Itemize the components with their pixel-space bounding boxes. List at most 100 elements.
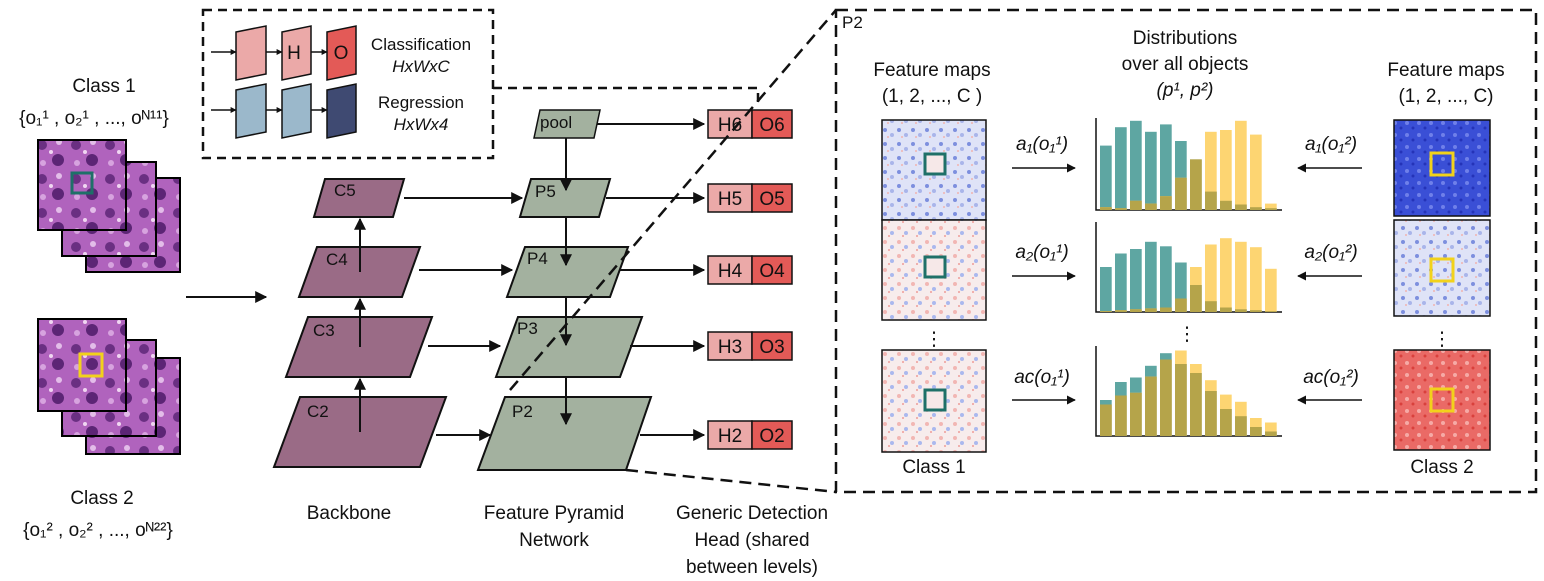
bar-class1 [1175, 262, 1187, 312]
head-6-h: H6 [718, 115, 742, 136]
bar-class2 [1250, 134, 1262, 210]
bar-class2 [1250, 247, 1262, 312]
bar-overlap [1100, 207, 1112, 210]
bar-overlap [1205, 391, 1217, 436]
head-3-h: H3 [718, 337, 742, 358]
legend-cls-block-h [281, 25, 312, 81]
distribution-chart-c [1095, 346, 1282, 437]
bar-overlap [1265, 431, 1277, 436]
bar-class1 [1160, 246, 1172, 312]
fm-class1-map2-box [923, 255, 947, 279]
bar-overlap [1130, 200, 1142, 210]
bar-class2 [1265, 203, 1277, 210]
fm-class2-map1-box [1429, 151, 1455, 177]
legend-cls-dims: HxWxC [392, 57, 450, 76]
bar-overlap [1235, 204, 1247, 210]
bar-overlap [1220, 409, 1232, 436]
bar-overlap [1130, 392, 1142, 436]
class1-object-set: {o₁¹ , o₂¹ , ..., oᴺ¹¹} [19, 108, 169, 129]
class2-image-front [37, 318, 127, 412]
backbone-c4-label: C4 [326, 250, 348, 269]
bar-class1 [1115, 253, 1127, 312]
legend-cls-h-label: H [287, 43, 301, 64]
bar-class1 [1175, 141, 1187, 210]
fpn-p2-label: P2 [512, 402, 533, 421]
bar-class2 [1205, 131, 1217, 210]
fpn: pool P5 P4 P3 P2 Feature Pyramid Network [476, 109, 653, 551]
bar-overlap [1115, 395, 1127, 436]
bar-overlap [1250, 207, 1262, 210]
act-right-2: a₂(o₁²) [1304, 242, 1357, 263]
bar-class1 [1115, 127, 1127, 210]
zoom-panel-label: P2 [842, 13, 863, 32]
bar-overlap [1175, 364, 1187, 436]
heads-label-line2: Head (shared [694, 530, 809, 551]
bar-overlap [1235, 309, 1247, 312]
bar-overlap [1265, 208, 1277, 210]
fpn-p5 [518, 178, 612, 218]
bar-class2 [1235, 120, 1247, 210]
legend-reg-block1 [235, 83, 267, 139]
fm-class2-mapc-box [1429, 387, 1455, 413]
bar-overlap [1115, 310, 1127, 312]
fpn-p5-label: P5 [535, 182, 556, 201]
fm-class2-map2-box [1429, 257, 1455, 283]
fm-class2-ellipsis: ⋮ [1433, 329, 1452, 350]
bar-overlap [1160, 196, 1172, 210]
bar-overlap [1190, 159, 1202, 210]
bar-overlap [1205, 301, 1217, 312]
fpn-p3 [494, 316, 644, 378]
bar-overlap [1190, 373, 1202, 436]
legend-cls-block-o [326, 25, 357, 81]
legend-cls-title: Classification [371, 35, 471, 54]
legend-reg-title: Regression [378, 93, 464, 112]
fpn-p4 [505, 246, 630, 298]
head-row-5: H5 O5 [707, 183, 793, 213]
charts-ellipsis: ⋮ [1178, 324, 1197, 345]
legend-reg-dims: HxWx4 [394, 115, 449, 134]
bar-overlap [1235, 416, 1247, 436]
head-row-3: H3 O3 [707, 331, 793, 361]
bar-overlap [1100, 404, 1112, 436]
distribution-chart-2 [1095, 222, 1282, 313]
backbone-label: Backbone [307, 503, 392, 524]
fm-class2-caption: Class 2 [1410, 457, 1473, 478]
head-5-o: O5 [759, 189, 784, 210]
bar-class2 [1220, 238, 1232, 312]
fm-left-range: (1, 2, ..., C ) [882, 86, 982, 107]
bar-overlap [1205, 191, 1217, 210]
bar-overlap [1130, 309, 1142, 312]
bar-overlap [1175, 177, 1187, 210]
bar-overlap [1250, 427, 1262, 436]
bar-overlap [1160, 359, 1172, 436]
fpn-p3-label: P3 [517, 319, 538, 338]
bar-overlap [1250, 310, 1262, 312]
backbone-c5-label: C5 [334, 181, 356, 200]
backbone-c5 [312, 178, 406, 218]
class2-title: Class 2 [70, 488, 133, 509]
bar-class1 [1130, 120, 1142, 210]
bar-overlap [1175, 298, 1187, 312]
head-3-o: O3 [759, 337, 784, 358]
bar-class1 [1160, 124, 1172, 210]
zoom-line-bottom [625, 468, 837, 494]
fm-class1-caption: Class 1 [902, 457, 965, 478]
bar-overlap [1265, 311, 1277, 312]
fpn-label-line1: Feature Pyramid [484, 503, 624, 524]
act-right-c: aᴄ(o₁²) [1303, 367, 1359, 388]
legend-cls-o-label: O [334, 43, 349, 64]
bar-class1 [1145, 241, 1157, 312]
fpn-p2 [476, 396, 653, 471]
bar-class1 [1100, 145, 1112, 210]
legend-box: H O Classification HxWxC Regression HxWx… [201, 8, 495, 160]
bar-overlap [1100, 311, 1112, 312]
fm-left-title: Feature maps [873, 60, 990, 81]
class1-image-front [37, 139, 127, 231]
heads-label-line1: Generic Detection [676, 503, 828, 524]
detection-heads: H6 O6 H5 O5 H4 O4 H3 O3 H2 O2 Generic De… [676, 109, 828, 578]
fm-class1-ellipsis: ⋮ [925, 329, 944, 350]
class2-object-box [78, 352, 104, 378]
fpn-p4-label: P4 [527, 249, 548, 268]
heads-label-line3: between levels) [686, 557, 818, 578]
bar-class2 [1235, 241, 1247, 312]
